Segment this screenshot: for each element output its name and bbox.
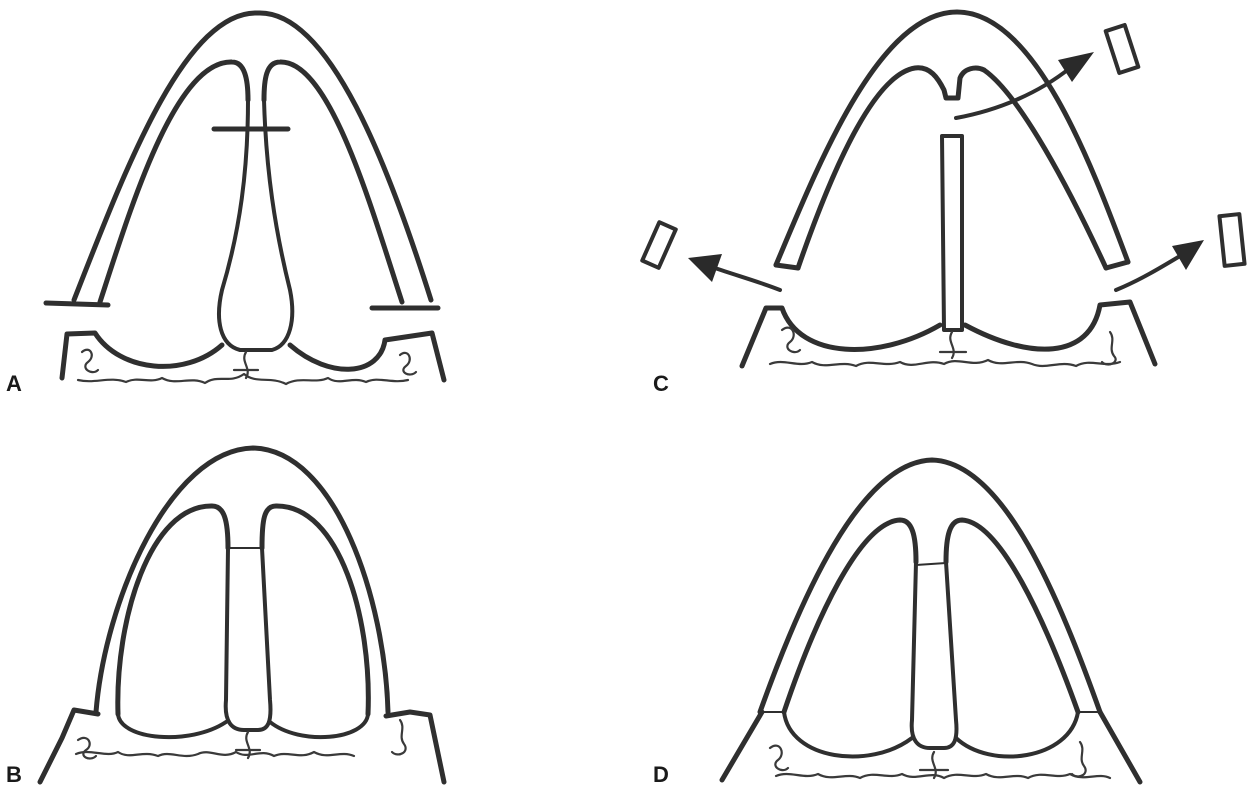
panel-c-floor (742, 302, 1155, 366)
panel-label-d: D (653, 764, 669, 786)
panel-a-mucosa (78, 374, 408, 384)
panel-b-drawing (40, 448, 444, 782)
panel-c-right-limb-end (1106, 262, 1128, 268)
panel-a-floor (62, 333, 444, 380)
panel-a-right-turbinate (400, 353, 416, 375)
panel-d-outer-arch (760, 460, 1100, 712)
panel-c-outer-arch (776, 12, 1128, 265)
panel-a-septum (219, 100, 292, 350)
panel-c-arrow-left-shaft (715, 268, 780, 290)
panel-label-b: B (6, 764, 22, 786)
panel-c-arrow-right-head (1172, 240, 1204, 270)
panel-d-septal-crossbar (916, 563, 946, 565)
panel-d-left-turbinate (770, 746, 788, 771)
panel-d-left-chamber (784, 712, 912, 757)
panel-b-septum (226, 548, 271, 730)
panel-a-left-turbinate (82, 350, 98, 372)
panel-c-fragment-left (642, 222, 676, 268)
panel-c-left-limb-end (776, 265, 798, 268)
panel-b-right-chamber (270, 714, 368, 737)
panel-d-septum (912, 562, 957, 748)
panel-c-fragment-right (1219, 214, 1244, 266)
panel-c-inner-arch-left (798, 68, 984, 268)
panel-c-right-turbinate (1102, 332, 1116, 364)
panel-c-inner-arch-right (984, 70, 1106, 268)
panel-d-inner-arch-left (784, 520, 916, 712)
panel-b-floor (40, 710, 444, 782)
panel-c-midline-crest (940, 332, 966, 358)
panel-b-mucosa (76, 752, 354, 756)
panel-a-midline-crest (234, 352, 258, 378)
panel-d-right-chamber (956, 712, 1078, 757)
panel-c-septum (942, 136, 962, 330)
panel-a-drawing (46, 13, 444, 384)
panel-c-arrow-left-head (688, 254, 722, 282)
panel-b-left-chamber (118, 714, 226, 737)
panel-d-drawing (722, 460, 1140, 782)
panel-a-left-foot-bar (46, 303, 108, 305)
panel-d-inner-arch-right (946, 520, 1078, 712)
panel-b-right-turbinate (392, 720, 406, 754)
panel-c-fragment-top (1106, 25, 1139, 73)
panel-a-outer-arch (74, 13, 431, 300)
panel-b-inner-arch-left (118, 506, 228, 714)
panel-label-c: C (653, 373, 669, 395)
panel-d-right-turbinate (1072, 742, 1086, 776)
panel-d-mucosa (776, 774, 1110, 778)
panel-c-arrow-top-head (1058, 52, 1094, 82)
panel-label-a: A (6, 373, 22, 395)
panel-c-drawing (642, 12, 1244, 366)
panel-b-left-turbinate (78, 738, 96, 759)
panel-c-mucosa (770, 360, 1120, 366)
